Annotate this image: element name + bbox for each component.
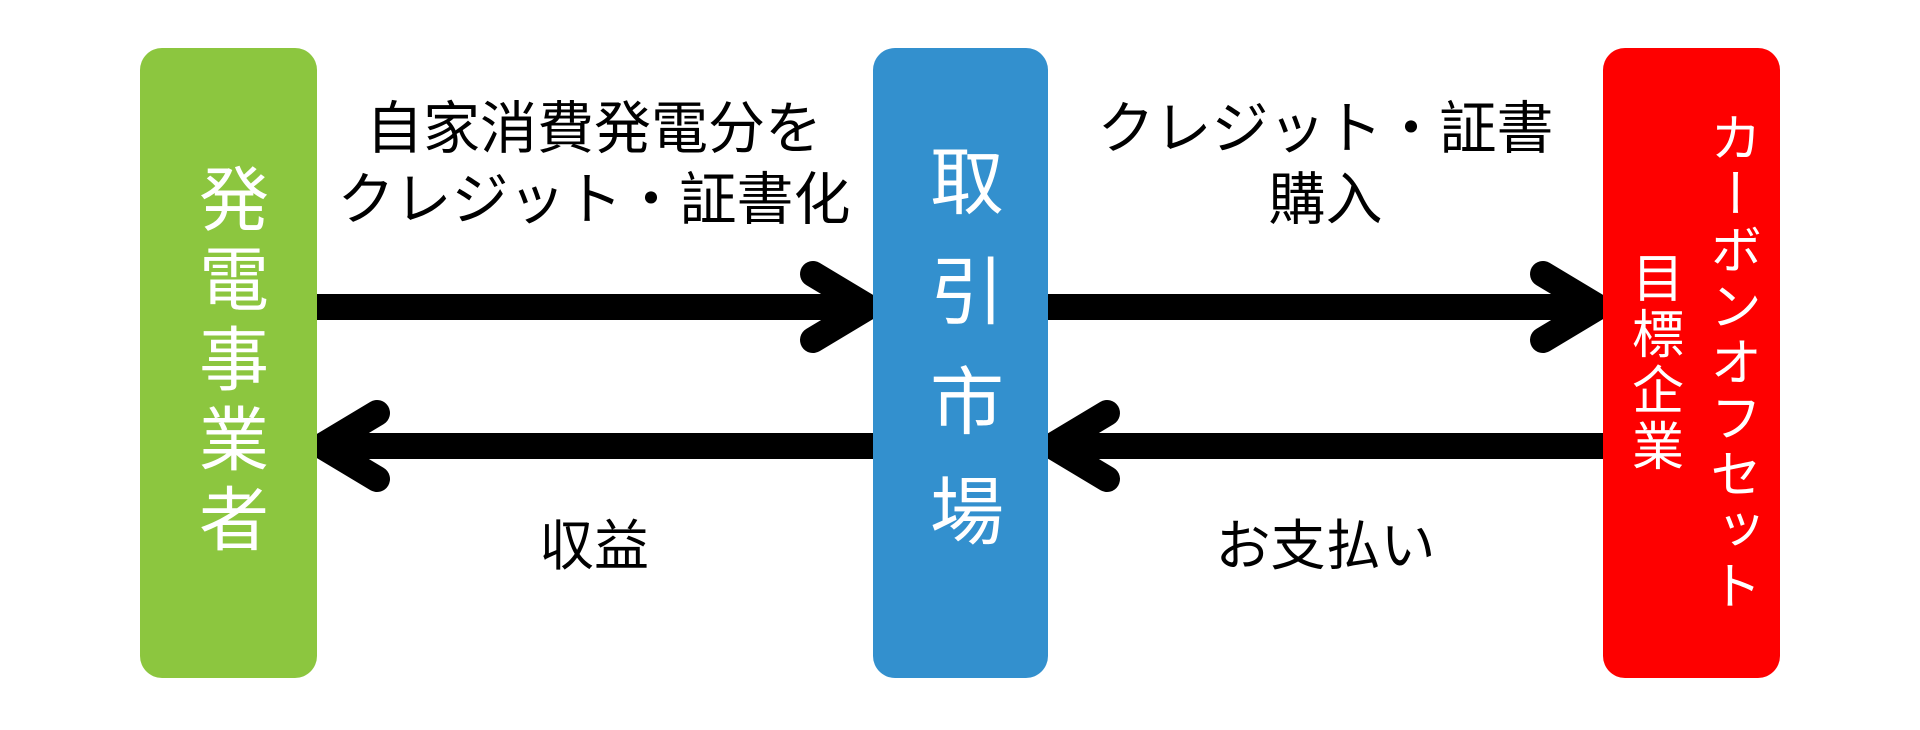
label-purchase-line1: クレジット・証書 <box>1097 97 1554 161</box>
node-market: 取引市場 <box>873 48 1048 678</box>
node-generator-label: 発電事業者 <box>189 163 268 563</box>
label-payment-text: お支払い <box>1215 515 1436 577</box>
node-market-label: 取引市場 <box>919 143 1003 583</box>
label-purchase: クレジット・証書 購入 <box>1048 94 1603 236</box>
node-generator: 発電事業者 <box>140 48 317 678</box>
node-company-label: カーボンオフセット 目標企業 <box>1614 48 1770 678</box>
node-company-label-line1: カーボンオフセット <box>1701 111 1760 615</box>
arrow-revenue-head-left-icon <box>309 400 390 492</box>
arrow-revenue <box>309 400 873 492</box>
arrow-payment-head-left-icon <box>1039 400 1120 492</box>
label-revenue: 収益 <box>315 518 873 574</box>
arrow-payment <box>1039 400 1603 492</box>
label-revenue-text: 収益 <box>538 515 649 577</box>
label-certify: 自家消費発電分を クレジット・証書化 <box>315 94 873 236</box>
node-company: カーボンオフセット 目標企業 <box>1603 48 1780 678</box>
arrow-certify-head-right-icon <box>800 261 881 353</box>
label-purchase-line2: 購入 <box>1268 168 1383 232</box>
arrow-certify <box>315 261 881 353</box>
node-company-label-line2: 目標企業 <box>1623 251 1682 475</box>
arrow-purchase-head-right-icon <box>1530 261 1611 353</box>
arrow-purchase <box>1048 261 1611 353</box>
label-payment: お支払い <box>1048 518 1603 574</box>
label-certify-line2: クレジット・証書化 <box>337 168 851 232</box>
label-certify-line1: 自家消費発電分を <box>366 97 822 161</box>
